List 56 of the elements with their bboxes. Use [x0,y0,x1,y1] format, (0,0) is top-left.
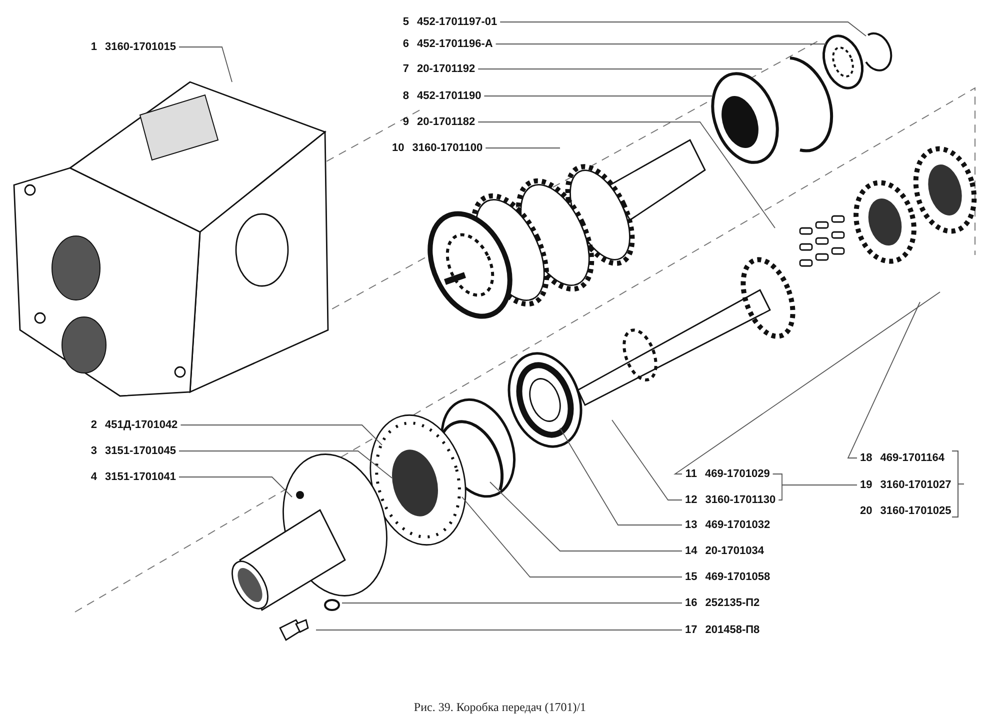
callout-number: 17 [685,624,698,636]
part-number: 252135-П2 [705,597,760,609]
leader-line [178,46,232,82]
leader-line [490,482,682,552]
callout-number: 2 [90,419,97,431]
part-number: 201458-П8 [705,624,760,636]
callout-number: 19 [860,479,872,491]
callout-number: 20 [860,505,872,517]
part-number: 452-1701197-01 [417,16,498,28]
callout-number: 10 [392,142,404,154]
callout-number: 3 [90,445,97,457]
part-number: 20-1701192 [417,63,476,75]
callout-number: 16 [685,597,698,609]
leader-line [178,476,292,498]
leader-line [674,292,940,474]
callout-number: 1 [90,41,97,53]
part-number: 451Д-1701042 [105,419,178,431]
leader-line [180,424,382,446]
part-number: 3151-1701045 [105,445,176,457]
part-number: 452-1701196-А [417,38,493,50]
part-number: 469-1701164 [880,452,944,464]
callout-number: 7 [402,63,409,75]
leader-line [462,496,682,578]
callout-number: 8 [402,90,409,102]
callout-number: 12 [685,494,698,506]
part-number: 469-1701029 [705,468,770,480]
leader-line [612,420,682,500]
part-number: 469-1701058 [705,571,770,583]
part-number: 452-1701190 [417,90,482,102]
callout-number: 13 [685,519,698,531]
callout-number: 9 [402,116,409,128]
part-number: 3160-1701015 [105,41,176,53]
leader-line [478,122,776,228]
leader-line [500,22,866,36]
callout-number: 18 [860,452,872,464]
callout-number: 5 [402,16,409,28]
part-number: 3160-1701100 [412,142,483,154]
bracket-line [778,484,858,500]
leader-line [560,428,682,526]
callout-number: 11 [685,468,697,480]
part-number: 469-1701032 [705,519,770,531]
leader-line [178,450,392,478]
leader-line [478,68,762,70]
part-number: 20-1701182 [417,116,476,128]
figure-caption: Рис. 39. Коробка передач (1701)/1 [414,700,586,714]
part-number: 3160-1701130 [705,494,776,506]
callout-number: 4 [90,471,97,483]
part-number: 20-1701034 [705,545,764,557]
part-number: 3160-1701025 [880,505,952,517]
callout-number: 15 [685,571,698,583]
part-number: 3151-1701041 [105,471,176,483]
part-number: 3160-1701027 [880,479,952,491]
leader-line [847,302,920,458]
leader-line [342,602,682,604]
callout-number: 6 [402,38,409,50]
callout-number: 14 [685,545,698,557]
